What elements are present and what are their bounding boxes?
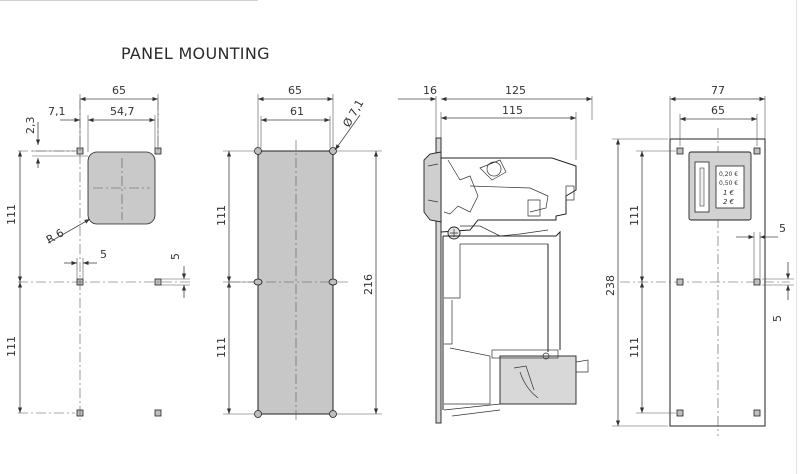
view-cutout-template: 65 7,1 54,7 2,3 111 111 5 5 R 6 <box>5 84 190 420</box>
view-side-mechanism: 16 125 115 <box>398 84 593 424</box>
dim-115-label: 115 <box>502 104 523 117</box>
dim-diameter-label: Ø 7,1 <box>340 97 366 129</box>
coin-value-label: 1 € <box>723 189 735 197</box>
lower-box <box>499 355 577 405</box>
plate-hole <box>254 410 262 418</box>
front-hole <box>676 147 684 155</box>
dim-65-label: 65 <box>711 104 725 117</box>
plate-hole <box>328 278 338 286</box>
dim-54-7-label: 54,7 <box>110 105 135 118</box>
dim-125-label: 125 <box>505 84 526 97</box>
dim-5-v-label: 5 <box>771 315 784 322</box>
plate-hole <box>329 147 337 155</box>
right-rule <box>796 0 797 474</box>
dim-2-3-label: 2,3 <box>24 117 37 135</box>
coin-slot-cutout <box>87 151 156 225</box>
dim-111-bottom-label: 111 <box>628 337 641 358</box>
dim-111-bottom-label: 111 <box>215 337 228 358</box>
front-hole <box>753 278 761 286</box>
dim-111-top-label: 111 <box>215 205 228 226</box>
dim-111-top-label: 111 <box>628 205 641 226</box>
mounting-plate <box>257 150 334 415</box>
dim-16-label: 16 <box>423 84 437 97</box>
dim-65-label: 65 <box>112 84 126 97</box>
front-plate-edge <box>435 137 442 424</box>
dim-111-bottom-label: 111 <box>5 336 18 357</box>
top-rule <box>0 0 258 1</box>
front-hole <box>676 409 684 417</box>
mechanism-body <box>440 157 577 233</box>
dim-216-label: 216 <box>362 274 375 295</box>
mount-hole <box>154 409 162 417</box>
dim-5-h-label: 5 <box>779 222 786 235</box>
view-mounting-plate: 65 61 Ø 7,1 111 111 216 <box>215 84 382 420</box>
dim-7-1-label: 7,1 <box>48 105 66 118</box>
page-title: PANEL MOUNTING <box>121 44 270 63</box>
view-front: 0,20 € 0,50 € 1 € 2 € 77 65 238 111 1 <box>604 84 794 436</box>
front-hole <box>753 409 761 417</box>
coin-value-label: 2 € <box>723 198 735 206</box>
coin-value-label: 0,20 € <box>719 171 738 178</box>
front-bezel <box>423 151 442 223</box>
dim-5-h-label: 5 <box>100 248 107 261</box>
front-hole <box>676 278 684 286</box>
dim-111-top-label: 111 <box>5 204 18 225</box>
dim-238-label: 238 <box>604 275 617 296</box>
dim-65-label: 65 <box>288 84 302 97</box>
mount-hole <box>154 147 162 155</box>
dim-5-v-label: 5 <box>169 253 182 260</box>
radius-label: R 6 <box>44 226 66 246</box>
coin-label <box>715 165 745 209</box>
dim-61-label: 61 <box>290 105 304 118</box>
plate-hole <box>254 147 262 155</box>
coin-value-label: 0,50 € <box>719 180 738 187</box>
dim-77-label: 77 <box>711 84 725 97</box>
front-hole <box>753 147 761 155</box>
plate-hole <box>253 278 263 286</box>
coin-chute <box>442 230 561 410</box>
plate-hole <box>329 410 337 418</box>
